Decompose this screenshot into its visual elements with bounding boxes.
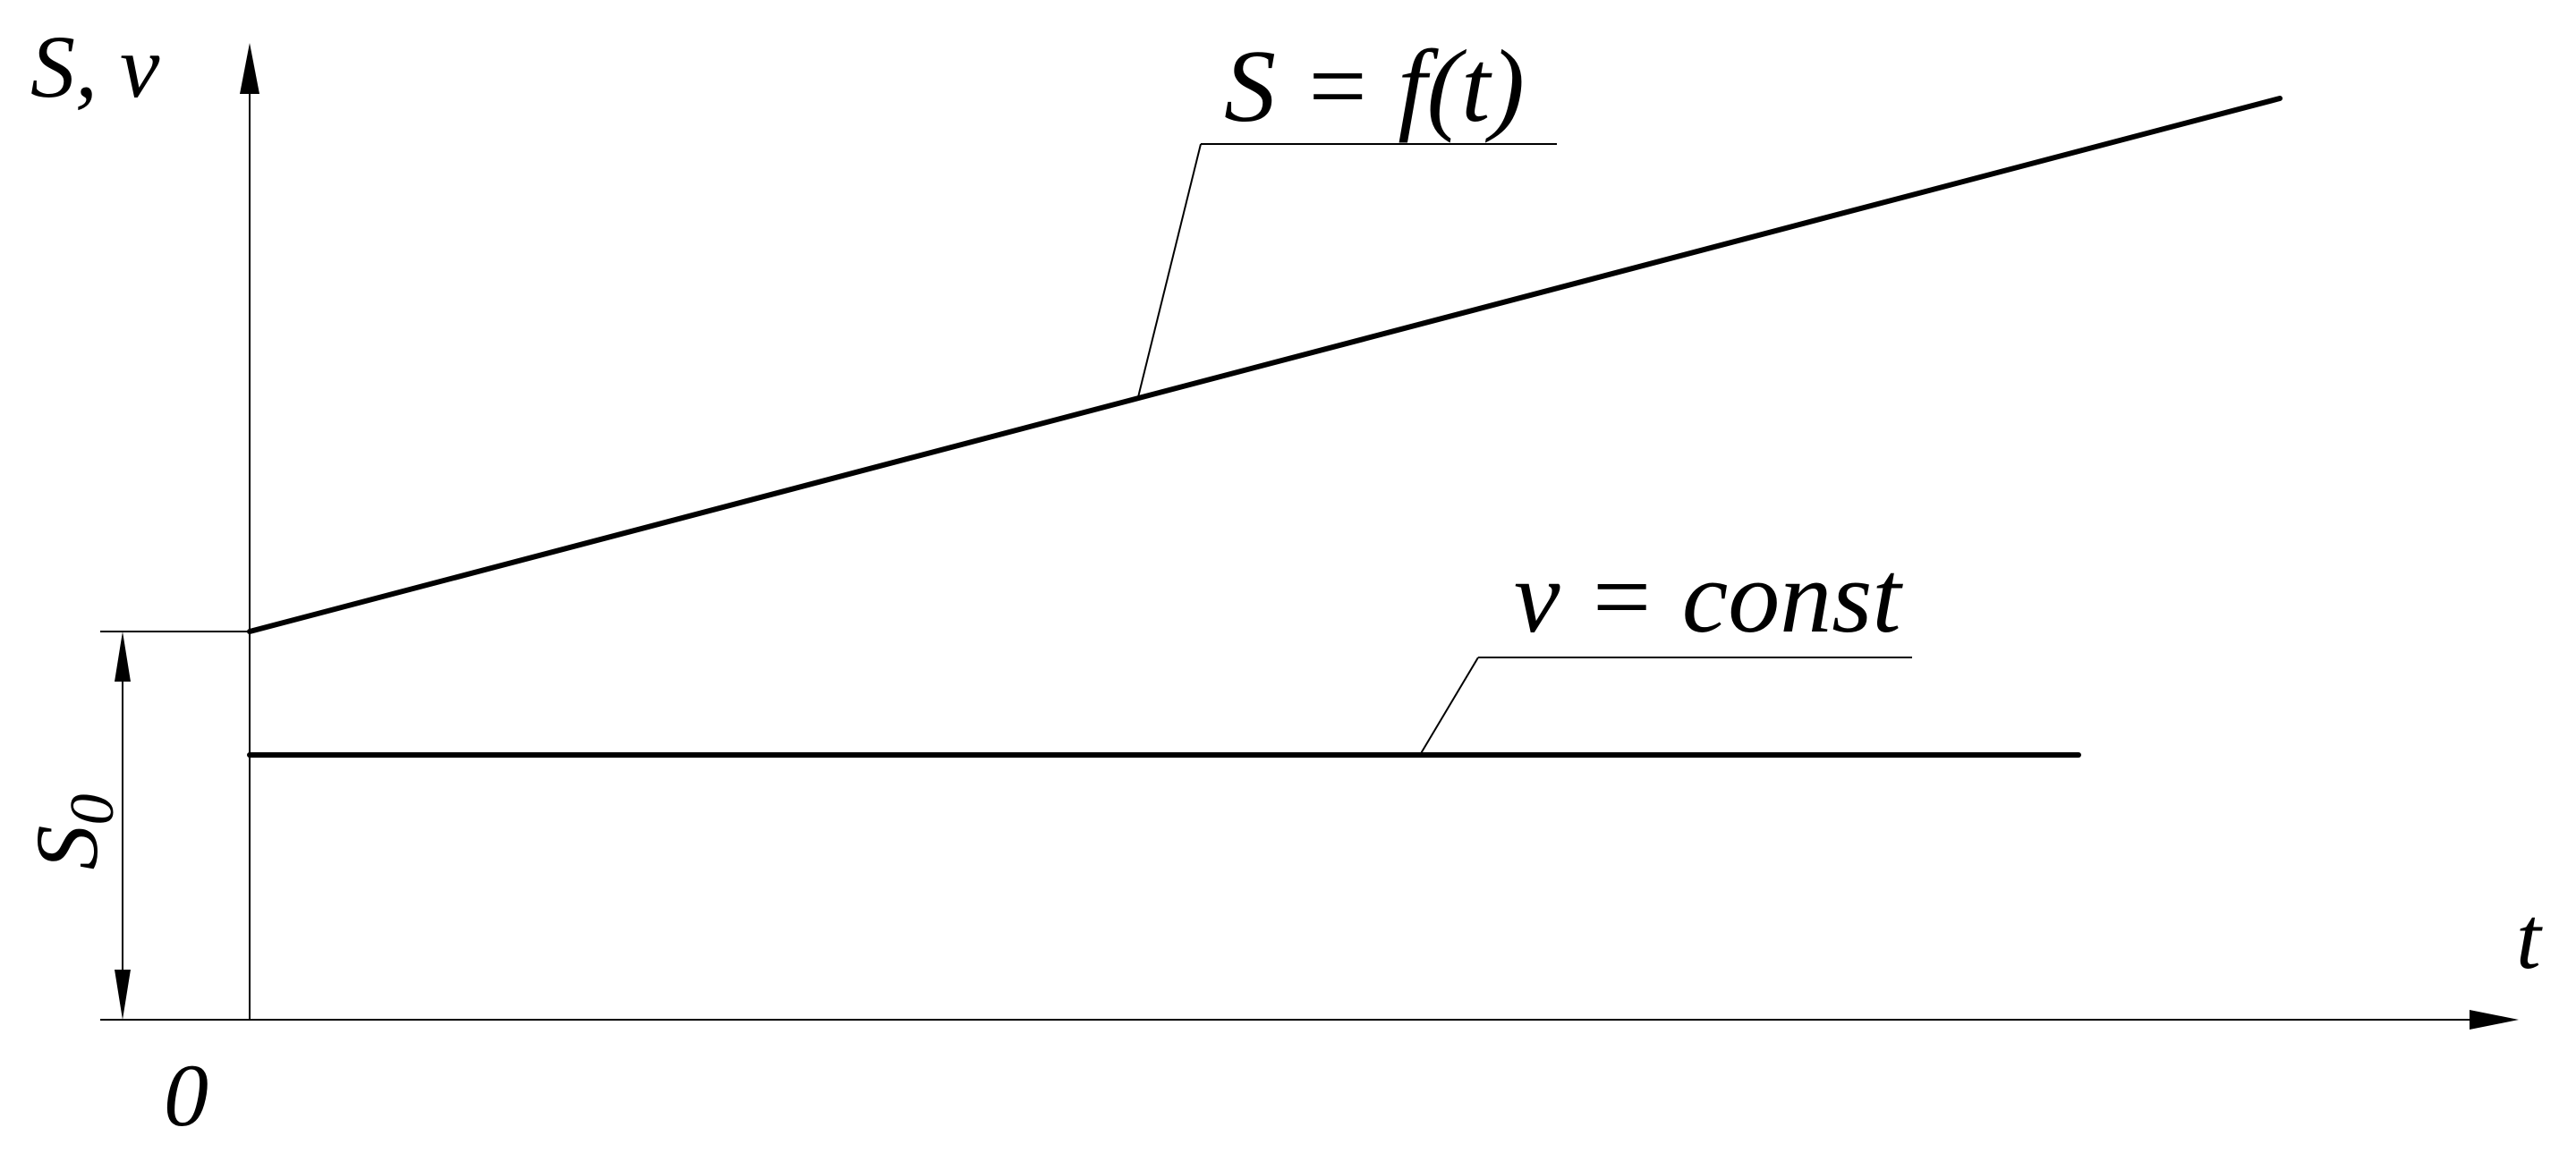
distance-leader: [1137, 143, 1557, 398]
svg-text:S0: S0: [17, 794, 127, 870]
s0-label: S0: [17, 794, 127, 870]
s0-arrow-bottom: [115, 970, 131, 1020]
s0-arrow-top: [115, 632, 131, 682]
y-axis-label: S, ν: [30, 17, 160, 116]
velocity-line-label: ν = const: [1514, 540, 1903, 655]
s0-label-main: S: [17, 826, 116, 870]
s0-label-sub: 0: [58, 794, 127, 826]
x-axis-label: t: [2516, 888, 2543, 988]
origin-label: 0: [164, 1046, 208, 1145]
x-axis-arrowhead: [2470, 1010, 2519, 1030]
x-axis: [100, 1010, 2519, 1030]
y-axis: [240, 43, 259, 1020]
velocity-leader: [1419, 657, 1912, 756]
distance-line: [247, 96, 2283, 634]
y-axis-arrowhead: [240, 43, 259, 94]
distance-line-label: S = f(t): [1224, 30, 1525, 144]
s0-dimension: [100, 631, 250, 1020]
